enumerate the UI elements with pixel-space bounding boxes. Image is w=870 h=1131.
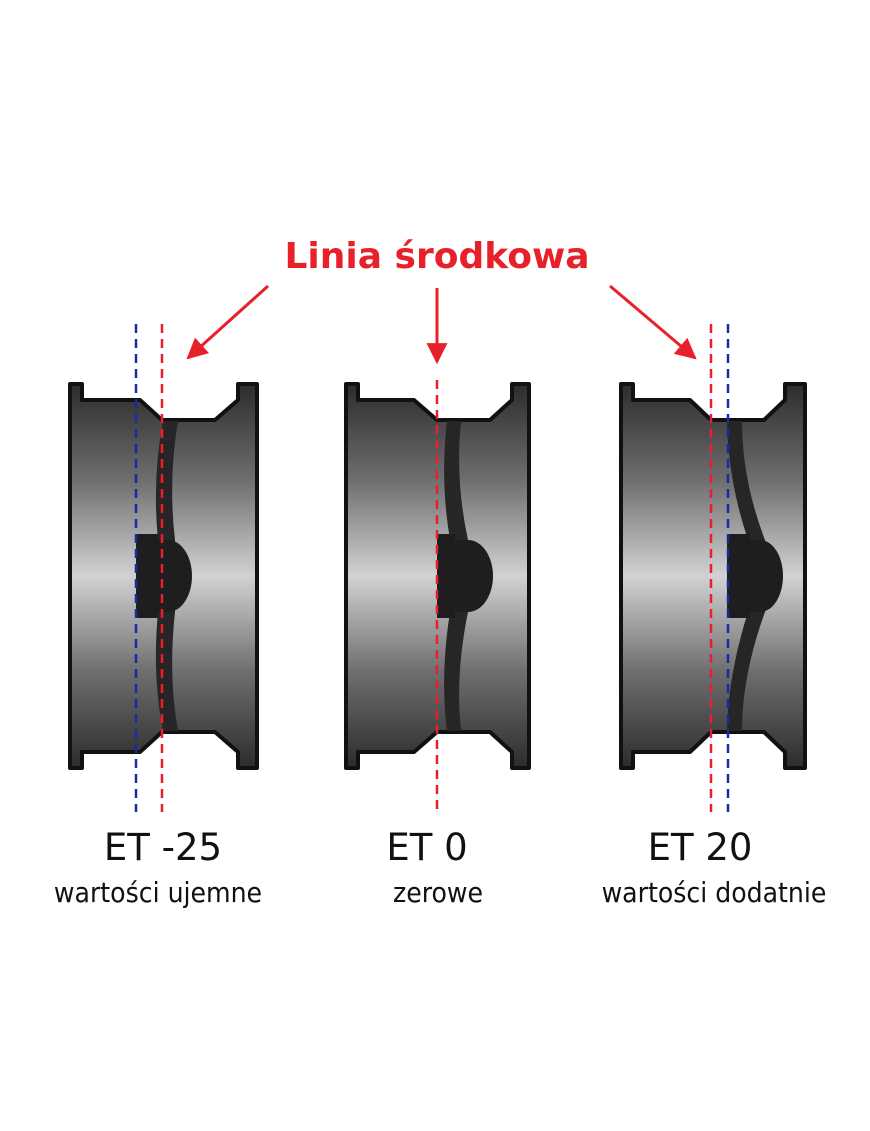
rim-profile bbox=[619, 382, 807, 770]
description-negative: wartości ujemne bbox=[54, 876, 262, 909]
et-label-positive: ET 20 bbox=[648, 826, 753, 869]
wheel-labels: ET -25 wartości ujemne ET 0 zerowe ET 20… bbox=[54, 826, 826, 909]
diagram-title: Linia środkowa bbox=[284, 236, 589, 277]
et-label-negative: ET -25 bbox=[104, 826, 222, 869]
arrow-to-negative-wheel bbox=[186, 284, 270, 360]
wheel-hub bbox=[727, 534, 783, 618]
arrow-to-positive-wheel bbox=[609, 284, 697, 360]
reference-lines bbox=[134, 324, 730, 812]
description-zero: zerowe bbox=[393, 876, 483, 909]
wheel-hub bbox=[136, 534, 192, 618]
wheel-hub bbox=[437, 534, 493, 618]
wheel-disc bbox=[727, 421, 765, 731]
description-positive: wartości dodatnie bbox=[602, 876, 827, 909]
wheel-negative bbox=[68, 382, 259, 770]
et-label-zero: ET 0 bbox=[386, 826, 467, 869]
centerline-pointer-arrows bbox=[186, 284, 697, 365]
wheel-positive bbox=[619, 382, 807, 770]
